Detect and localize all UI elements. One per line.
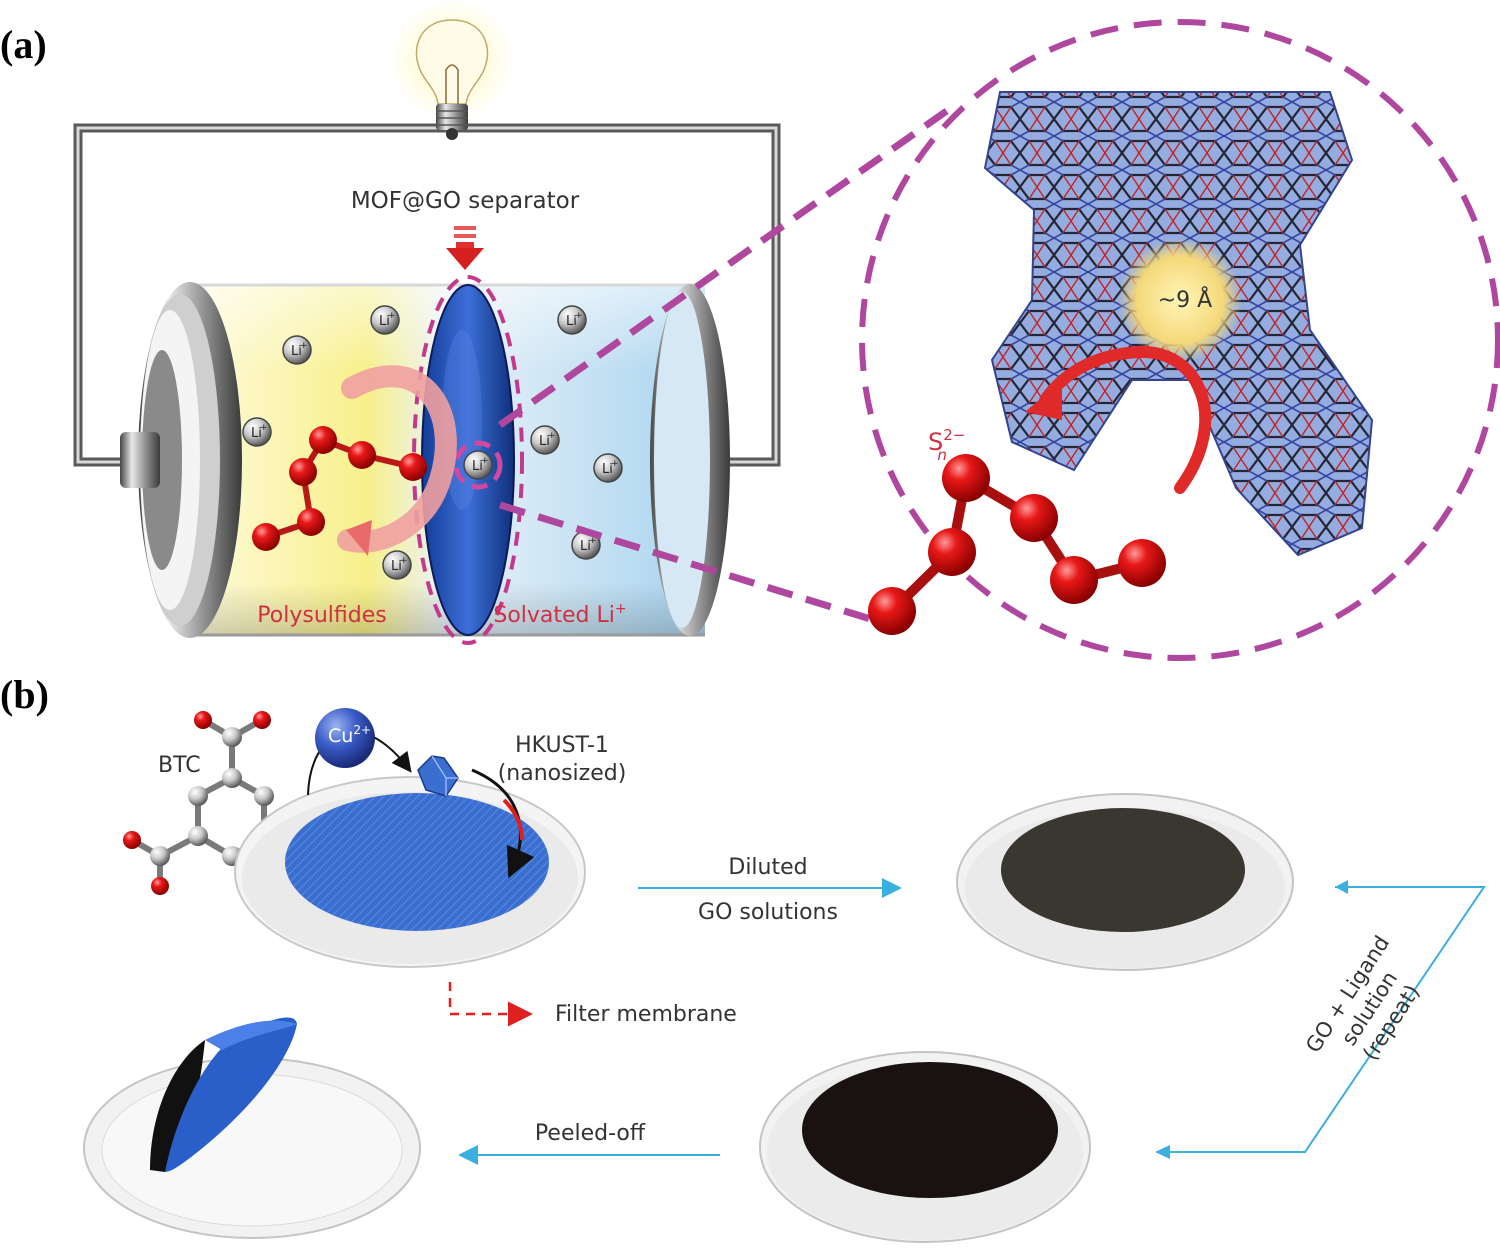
go-coated-membrane — [956, 793, 1294, 971]
circuit-wire — [73, 123, 781, 467]
btc-label: BTC — [158, 753, 201, 778]
filter-membrane-start — [234, 776, 586, 968]
polysulfides-label: Polysulfides — [257, 603, 386, 628]
polysulfide-ion-label: S2−n — [928, 426, 965, 464]
repeat-arrow-head-top — [1335, 880, 1348, 894]
separator-pointer-arrow — [446, 226, 484, 270]
li-ion: Li+ — [282, 335, 312, 365]
li-ion: Li+ — [557, 305, 587, 335]
filter-membrane-pointer — [448, 982, 533, 1027]
li-ion: Li+ — [370, 305, 400, 335]
svg-text:Li: Li — [602, 462, 613, 477]
nanosized-label: (nanosized) — [498, 761, 627, 786]
mof-framework-icon — [859, 19, 1500, 661]
svg-text:+: + — [260, 423, 268, 433]
separator-label: MOF@GO separator — [351, 188, 580, 214]
svg-text:+: + — [589, 536, 597, 546]
hkust1-label: HKUST-1 — [515, 733, 609, 758]
panel-a-label: (a) — [0, 22, 47, 67]
cu-ion-icon — [315, 708, 375, 768]
svg-text:+: + — [481, 456, 489, 466]
svg-text:+: + — [575, 311, 583, 321]
diluted-label: Diluted — [728, 855, 807, 880]
cu-ion-label: Cu2+ — [328, 723, 371, 747]
hkust1-crystal-icon — [417, 755, 459, 797]
filter-membrane-label: Filter membrane — [555, 1002, 737, 1027]
polysulfide-chain-icon — [252, 426, 427, 551]
mof-go-film-membrane — [759, 1051, 1091, 1243]
go-solutions-label: GO solutions — [698, 900, 838, 925]
repeat-path — [1160, 886, 1486, 1153]
deposit-arrow-accent — [502, 798, 524, 841]
svg-text:+: + — [400, 556, 408, 566]
svg-text:+: + — [611, 459, 619, 469]
repeat-arrow-head-bottom — [1155, 1145, 1170, 1159]
peeled-off-label: Peeled-off — [535, 1121, 646, 1146]
li-ion: Li+ — [382, 550, 412, 580]
pore-size-label: ~9 Å — [1158, 286, 1212, 313]
svg-text:Li: Li — [580, 539, 591, 554]
light-bulb-icon — [390, 0, 514, 140]
polysulfide-chain-large — [868, 454, 1166, 635]
solvated-li-label: Solvated Li+ — [493, 601, 626, 628]
li-ion: Li+ — [530, 425, 560, 455]
repeat-label-group: GO + Ligand solution (repeat) — [1301, 931, 1424, 1064]
blocked-arrow-head — [346, 520, 372, 556]
zoom-connector-lines — [497, 107, 951, 629]
svg-text:Li: Li — [566, 314, 577, 329]
svg-text:Li: Li — [391, 559, 402, 574]
svg-text:Li: Li — [472, 459, 483, 474]
deposit-arrow — [471, 768, 535, 879]
svg-text:Li: Li — [379, 314, 390, 329]
li-ion: Li+ — [593, 453, 623, 483]
blocked-arrow — [337, 365, 457, 553]
svg-text:Li: Li — [291, 344, 302, 359]
rejection-arrow — [1025, 345, 1212, 494]
svg-text:+: + — [388, 311, 396, 321]
li-ion: Li+ — [242, 417, 272, 447]
li-ion-in-pore: Li+ — [453, 440, 503, 490]
svg-text:+: + — [300, 341, 308, 351]
svg-text:Li: Li — [251, 426, 262, 441]
svg-text:Li: Li — [539, 434, 550, 449]
panel-b-label: (b) — [0, 672, 49, 717]
peeled-separator-icon — [83, 1017, 421, 1239]
svg-text:+: + — [548, 431, 556, 441]
